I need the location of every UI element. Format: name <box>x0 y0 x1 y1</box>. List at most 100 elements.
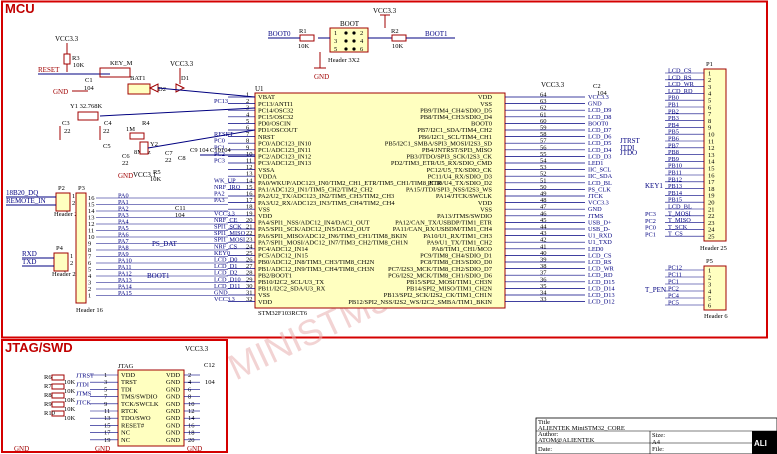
mcu-right-pin-net: USB_D+ <box>588 219 612 226</box>
boot-r2-val: 10K <box>392 43 404 50</box>
p1-pin-number: 8 <box>708 118 711 125</box>
mcu-left-pin-number: 11 <box>246 158 252 165</box>
p1-pin-number: 10 <box>708 132 715 139</box>
jtag-right-pin-name: GND <box>166 408 180 415</box>
p3-pin-number: 4 <box>88 273 92 280</box>
mcu-right-pin-number: 36 <box>540 276 547 283</box>
mcu-left-pin-name: PA6/SPI1_MISO/ADC12_IN6/TIM3_CH1/TIM8_BK… <box>258 233 407 240</box>
mcu-right-pin-name: PC8/TIM8_CH3/SDIO_D0 <box>420 259 492 266</box>
mcu-left-pin-number: 30 <box>246 283 253 290</box>
reset-r3-val: 10K <box>73 62 85 69</box>
mcu-right-pin-net: LCD_D15 <box>588 279 615 286</box>
boot-header: VCC3.3 BOOT 1 2 3 4 5 6 Header 3X2 R1 10… <box>268 7 455 81</box>
p1-pin-number: 21 <box>708 206 715 213</box>
mcu-body <box>254 92 506 309</box>
mcu-left-pin-name: PB11/I2C2_SDA/U3_RX <box>258 286 326 293</box>
mcu-left-pin-name: PB2/BOOT1 <box>258 272 292 279</box>
c2-label: C2 <box>593 83 601 90</box>
jtag-cap-val: 104 <box>205 379 216 386</box>
boot-r1-ref: R1 <box>299 28 307 35</box>
jtag-left-pin-number: 1 <box>104 372 107 379</box>
mcu-right-pin-name: PC7/I2S3_MCK/TIM8_CH2/SDIO_D7 <box>388 266 493 273</box>
mcu-left-pin-name: VBAT <box>258 94 275 101</box>
c4-ref: C4 <box>104 120 112 127</box>
jtdo-net: JTDO <box>620 149 637 157</box>
mcu-right-pin-name: PC9/TIM8_CH4/SDIO_D1 <box>420 253 492 260</box>
mcu-right-pin-name: PA14/JTCK/SWCLK <box>436 193 492 200</box>
p1-net: PB1 <box>668 102 679 109</box>
tb-author-label: Author: <box>538 431 558 438</box>
mcu-right-pin-net: U1_RXD <box>588 233 613 240</box>
mcu-right-pin-net: LCD_D4 <box>588 147 612 154</box>
jtag-right-pin-name: GND <box>166 401 180 408</box>
reset-vcc: VCC3.3 <box>55 35 79 43</box>
p1-net: PB8 <box>668 149 679 156</box>
p3-pin-number: 3 <box>88 280 91 287</box>
mcu-right-pin-net: BOOT0 <box>588 120 608 127</box>
mcu-right-pin-net: LCD_D5 <box>588 140 611 147</box>
mcu-right-pin-number: 38 <box>540 263 547 270</box>
jtag-left-pin-number: 11 <box>104 408 110 415</box>
mcu-right-pin-number: 44 <box>540 224 547 231</box>
jtag-left-pin-name: VDD <box>121 372 135 379</box>
mcu-right-pin-net: JTCK <box>588 193 603 200</box>
p1-pin-number: 11 <box>708 138 714 145</box>
reset-gnd: GND <box>53 88 68 96</box>
jtag-left-pin-name: NC <box>121 437 130 444</box>
mcu-left-pin-number: 13 <box>246 171 253 178</box>
title-block: Title ALIENTEK MiniSTM32_CORE Author: AT… <box>535 417 777 454</box>
mcu-right-pin-number: 47 <box>540 204 547 211</box>
p1-net: PB3 <box>668 115 679 122</box>
mcu-left-pin-net: NRF_IRQ <box>214 184 241 191</box>
jtag-left-pin-name: RESET# <box>121 422 145 429</box>
jtag-vcc: VCC3.3 <box>185 345 209 353</box>
mcu-left-pin-net: PC2 <box>214 151 225 158</box>
p3-pin-number: 11 <box>88 228 94 235</box>
p3-ref: P3 <box>78 185 85 192</box>
p4-pin-2: 2 <box>70 260 73 267</box>
mcu-left-pin-name: PC4/ADC12_IN14 <box>258 246 309 253</box>
mcu-left-pin-number: 32 <box>246 296 253 303</box>
p5-pin-number: 5 <box>708 295 711 302</box>
p2-ref: P2 <box>58 185 65 192</box>
mcu-left-pin-name: PA2/U2_TX/ADC123_IN2/TIM5_CH3/TIM2_CH3 <box>258 193 394 200</box>
c6-val: 22 <box>122 160 129 167</box>
p1-net: LCD_WR <box>668 81 695 88</box>
p3-net: PA4 <box>118 219 129 226</box>
boot-pin-1: 1 <box>334 30 337 37</box>
p3-pin-number: 7 <box>88 254 92 261</box>
p5-pin-number: 3 <box>708 281 711 288</box>
p3-pin-number: 10 <box>88 234 95 241</box>
mcu-right-pin-number: 54 <box>540 158 547 165</box>
jtag-resistor-net: JTCK <box>76 400 91 407</box>
jtag-right-pin-number: 20 <box>188 437 195 444</box>
jtag-left-pin-number: 15 <box>104 422 111 429</box>
mcu-right-pin-name: VSS <box>480 206 492 213</box>
p1-pin-number: 25 <box>708 234 715 241</box>
jtag-right-pin-name: GND <box>166 430 180 437</box>
p5-pin-number: 6 <box>708 302 712 309</box>
mcu-right-pin-number: 56 <box>540 144 547 151</box>
jtag-gnd-left: GND <box>14 445 29 453</box>
mcu-right-pin-name: PB8/TIM4_CH3/SDIO_D4 <box>420 114 493 121</box>
boot-pin-4: 4 <box>360 38 364 45</box>
mcu-right-pin-number: 35 <box>540 283 547 290</box>
boot-pin-2: 2 <box>360 30 363 37</box>
mcu-right-pin-net: LCD_CS <box>588 252 612 259</box>
p3-pin-number: 5 <box>88 267 91 274</box>
jtag-left-pin-number: 7 <box>104 394 108 401</box>
tb-size-label: Size: <box>652 432 665 439</box>
mcu-right-pin-net: IIC_SCL <box>588 167 611 174</box>
mcu-right-pin-net: VCC3.3 <box>588 94 609 101</box>
mcu-left-pin-number: 7 <box>246 131 250 138</box>
jtag-resistor-net: JTDI <box>76 382 89 389</box>
jtag-left-pin-name: TMS/SWDIO <box>121 394 158 401</box>
mcu-left-pin-number: 1 <box>246 92 249 99</box>
p3-net: PA13 <box>118 277 132 284</box>
y2-ref: Y2 <box>150 141 158 148</box>
jtag-frame <box>1 339 228 453</box>
ps-dat-net: PS_DAT <box>152 240 178 248</box>
mcu-left-pin-name: PA4/SPI1_NSS/ADC12_IN4/DAC1_OUT <box>258 220 369 227</box>
tb-author: ATOM@ALIENTEK <box>538 437 595 444</box>
